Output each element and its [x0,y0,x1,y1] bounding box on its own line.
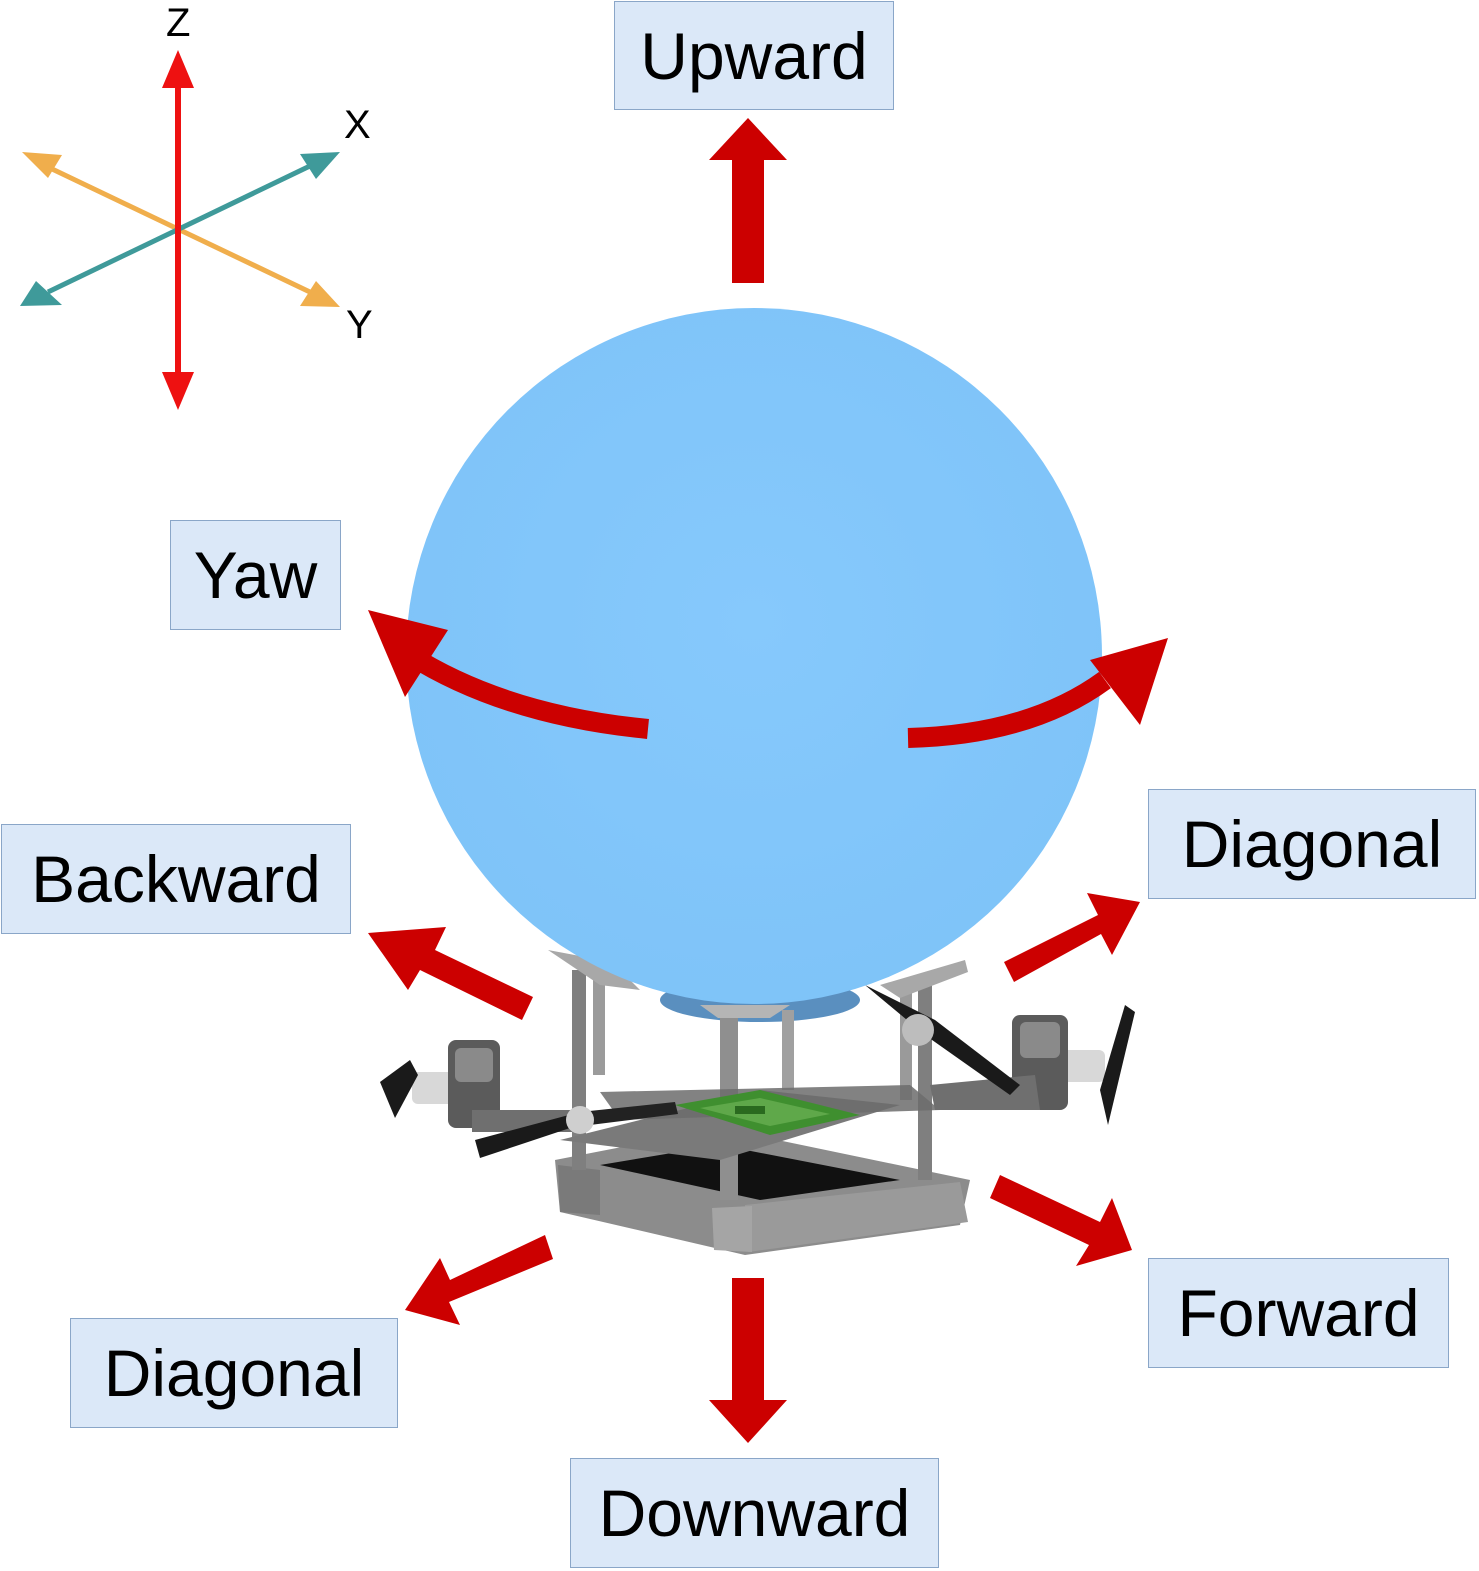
forward-arrow [990,1175,1132,1266]
balloon [406,308,1102,1004]
y-axis-label: Y [346,303,373,347]
z-axis-label: Z [166,1,190,45]
left-motor [380,1040,572,1132]
diagonal-left-label: Diagonal [70,1318,398,1428]
frame-base [555,1128,970,1255]
diagonal-right-arrow [1004,893,1140,982]
diagonal-right-label: Diagonal [1148,789,1476,899]
upward-arrow [709,118,787,283]
downward-label: Downward [570,1458,939,1568]
right-motor [930,1005,1135,1125]
backward-arrow [368,927,533,1020]
frame-top-brackets [548,950,968,1018]
backward-label: Backward [1,824,351,934]
axis-gizmo: Z X Y [20,1,373,410]
downward-arrow [709,1278,787,1443]
x-axis-label: X [344,103,371,147]
center-right-propeller [865,985,1020,1095]
forward-label: Forward [1148,1258,1449,1368]
z-axis-arrow [162,50,194,410]
center-left-propeller [475,1102,678,1158]
yaw-label: Yaw [170,520,341,630]
diagonal-left-arrow [405,1235,553,1325]
circuit-board [675,1090,860,1135]
yaw-arrows [368,610,1168,748]
upward-label: Upward [614,1,894,110]
